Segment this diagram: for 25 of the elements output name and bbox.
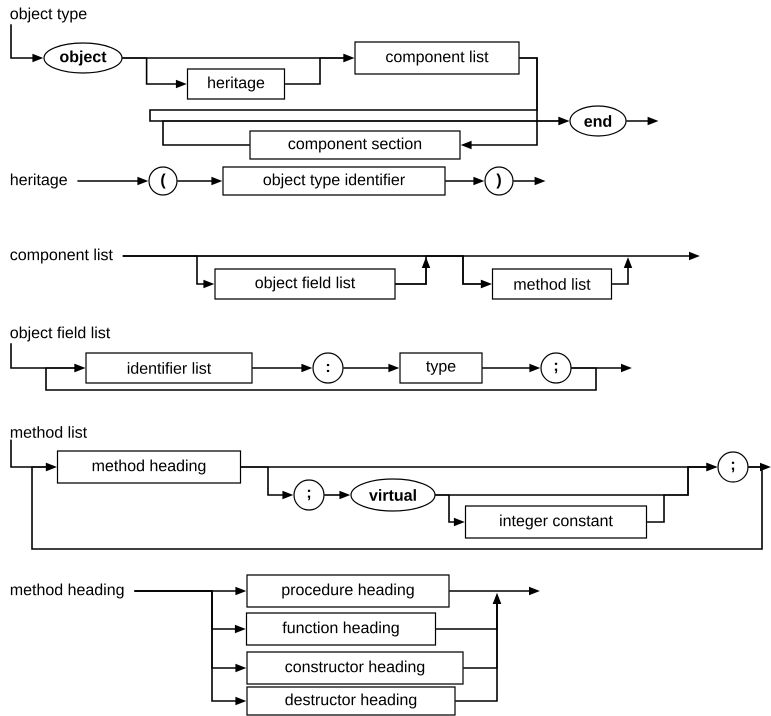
nonterminal-box: method heading (56, 450, 242, 484)
nonterminal-box: integer constant (464, 505, 648, 539)
nonterminal-box: component list (354, 41, 520, 75)
nonterminal-box: method list (492, 268, 612, 300)
rule-name: object type (10, 8, 86, 22)
rule-name: object field list (10, 326, 110, 342)
arrow (31, 462, 763, 550)
rule-name: method list (10, 426, 88, 438)
rule-name: component list (10, 248, 113, 264)
nonterminal-box: object type identifier (222, 166, 446, 196)
nonterminal-box: identifier list (85, 352, 253, 384)
nonterminal-box: component section (249, 130, 461, 160)
arrow (45, 364, 597, 391)
nonterminal-box: constructor heading (246, 651, 464, 685)
nonterminal-box: destructor heading (246, 686, 456, 716)
keyword-oval: virtual (350, 478, 436, 512)
nonterminal-box: object field list (214, 268, 396, 300)
rule-name: heritage (10, 174, 67, 188)
keyword-oval: end (569, 105, 627, 137)
nonterminal-box: type (399, 352, 483, 384)
keyword-oval: object (43, 42, 123, 74)
rule-name: method heading (10, 584, 124, 598)
nonterminal-box: function heading (246, 612, 436, 646)
nonterminal-box: heritage (186, 68, 286, 100)
nonterminal-box: procedure heading (246, 574, 450, 608)
